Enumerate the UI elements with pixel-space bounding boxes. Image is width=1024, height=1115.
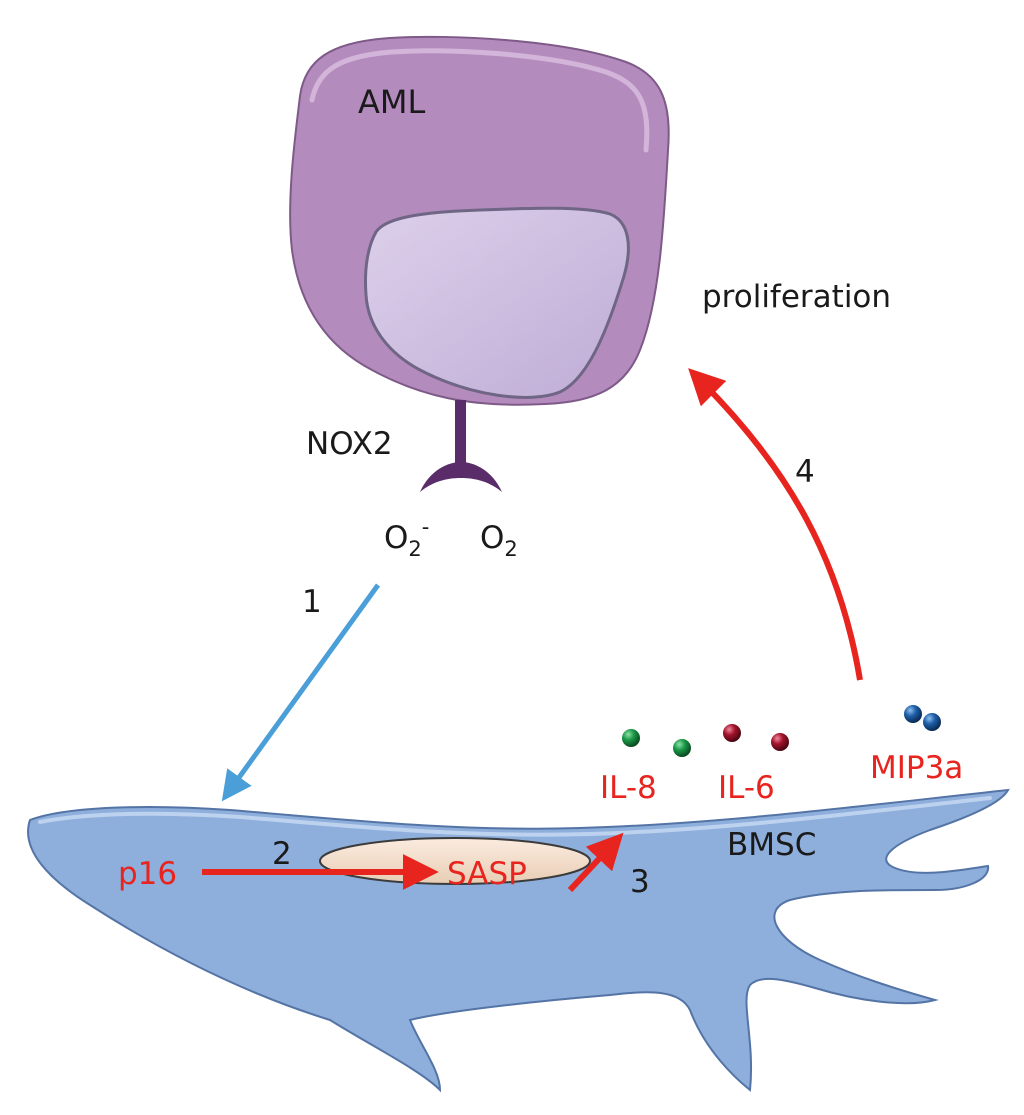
arrow-4-mip3a-to-proliferation [688,368,863,681]
p16-label: p16 [118,856,177,892]
mip3a-label: MIP3a [870,750,963,786]
bmsc-label: BMSC [727,827,816,863]
bmsc-cell [27,788,1010,1093]
aml-nucleus [364,206,630,399]
mip3a-molecules [904,705,941,731]
step-4-label: 4 [795,454,815,490]
proliferation-label: proliferation [702,279,891,315]
sasp-label: SASP [447,856,527,892]
oxygen-subscript: 2 [504,537,517,561]
aml-label: AML [358,83,426,121]
il8-label: IL-8 [600,770,657,806]
superoxide-subscript: 2 [408,537,421,561]
arrow-3-sasp-to-il8 [567,832,624,893]
step-1-label: 1 [302,584,322,620]
step-2-label: 2 [272,836,292,872]
superoxide-label: O2- [384,515,429,561]
il8-molecules [622,729,691,757]
superoxide-superscript: - [422,515,430,539]
step-3-label: 3 [630,864,650,900]
il6-molecules [723,724,789,751]
aml-cell [289,35,670,406]
nox2-receptor [420,400,502,492]
nox2-label: NOX2 [306,426,393,462]
arrow-1-superoxide-to-bmsc [221,583,381,802]
il6-label: IL-6 [718,770,775,806]
oxygen-label: O2 [480,520,518,561]
